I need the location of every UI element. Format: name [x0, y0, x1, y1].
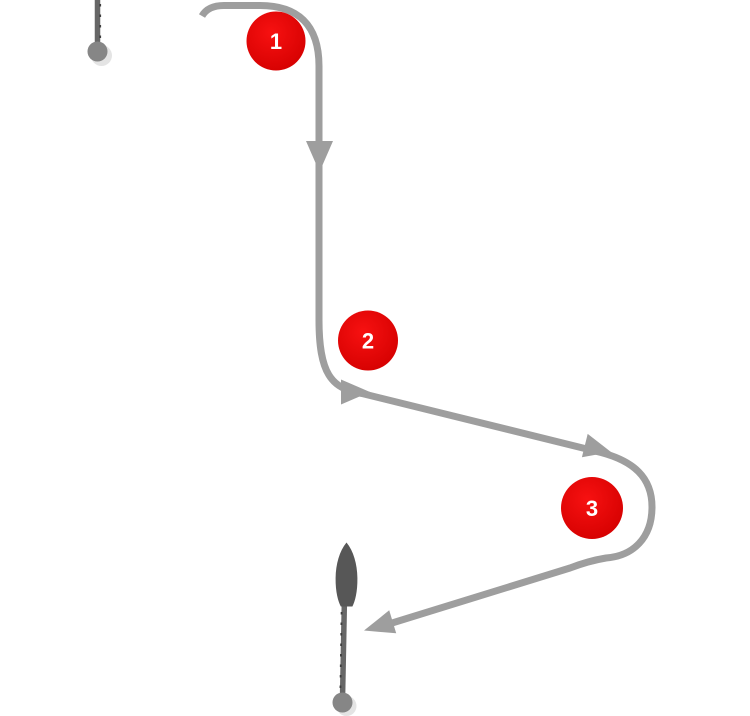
arrow-down-icon	[306, 141, 333, 172]
waypoint-marker-1: 1	[246, 11, 306, 71]
waypoint-1-label: 1	[270, 29, 282, 54]
waypoint-3-label: 3	[586, 496, 598, 521]
boat-marker	[332, 542, 358, 716]
waypoint-marker-2: 2	[338, 310, 398, 371]
boat-hull-icon	[335, 542, 358, 607]
start-marker	[87, 0, 112, 66]
waypoint-marker-3: 3	[561, 477, 623, 539]
boat-mooring-line-ticks	[339, 611, 343, 691]
end-marker-dot	[332, 692, 353, 713]
waypoint-1-circle	[246, 11, 306, 71]
start-marker-dot	[87, 41, 108, 62]
arrow-right-icon	[341, 379, 370, 405]
waypoint-3-circle	[561, 477, 623, 539]
arrow-right-diagonal-icon	[581, 433, 611, 458]
boat-mooring-line	[339, 606, 348, 695]
waypoint-2-label: 2	[362, 329, 374, 354]
waypoint-2-circle	[338, 310, 398, 371]
arrow-left-down-icon	[364, 610, 397, 634]
